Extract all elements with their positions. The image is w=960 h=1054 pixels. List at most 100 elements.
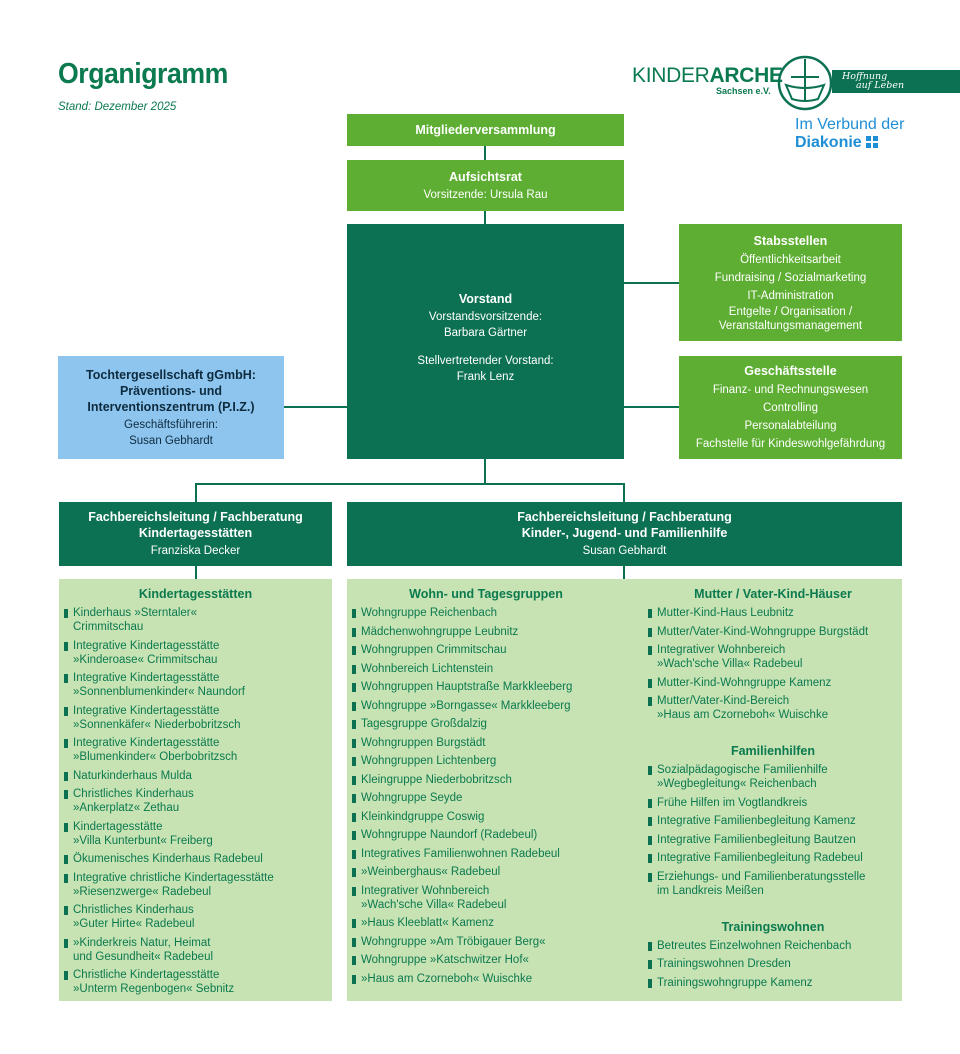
connector (195, 483, 625, 485)
list-item: Integrative Kindertagesstätte»Sonnenkäfe… (63, 704, 328, 732)
box-line: Fachstelle für Kindeswohlgefährdung (695, 437, 886, 450)
box-line: Franziska Decker (150, 545, 241, 557)
connector (623, 483, 625, 502)
list-item: Kinderhaus »Sterntaler«Crimmitschau (63, 606, 328, 634)
list-item: Mädchenwohngruppe Leubnitz (351, 625, 621, 639)
box-title: Interventionszentrum (P.I.Z.) (87, 399, 255, 414)
diakonie-name: Diakonie (795, 134, 862, 151)
section-heading: Wohn- und Tagesgruppen (409, 587, 563, 601)
list-item-line: im Landkreis Meißen (657, 884, 764, 897)
list-item-line: Wohnbereich Lichtenstein (361, 662, 494, 675)
fb-kita-box: Fachbereichsleitung / Fachberatung Kinde… (59, 502, 332, 566)
list-item-line: »Wach'sche Villa« Radebeul (657, 658, 803, 670)
list-item-line: Naturkinderhaus Mulda (73, 769, 192, 782)
box-title: Aufsichtsrat (449, 169, 522, 184)
right-column: Mutter / Vater-Kind-Häuser Mutter-Kind-H… (647, 587, 899, 994)
list-item: Integrativer Wohnbereich»Wach'sche Villa… (351, 884, 621, 912)
kita-list-panel: Kindertagesstätten Kinderhaus »Sterntale… (59, 579, 332, 1001)
list-item-line: Wohngruppen Burgstädt (361, 736, 486, 749)
item-list: Sozialpädagogische Familienhilfe»Wegbegl… (647, 763, 899, 898)
list-item-line: Wohngruppe Naundorf (Radebeul) (361, 829, 538, 841)
list-item-line: »Haus Kleeblatt« Kamenz (361, 917, 494, 929)
list-item-line: Kleingruppe Niederbobritzsch (361, 773, 512, 786)
list-item: »Haus am Czorneboh« Wuischke (351, 972, 621, 986)
list-item-line: Wohngruppen Crimmitschau (361, 644, 507, 656)
list-item-line: und Gesundheit« Radebeul (73, 950, 214, 963)
logo-name-light: KINDER (632, 64, 710, 87)
list-item: Integrative Familienbegleitung Radebeul (647, 851, 899, 865)
list-item-line: »Haus am Czorneboh« Wuischke (657, 709, 829, 721)
list-item: Christliche Kindertagesstätte »Unterm Reg… (63, 968, 328, 996)
list-item: Naturkinderhaus Mulda (63, 769, 328, 783)
list-item-line: »Sonnenblumenkinder« Naundorf (73, 686, 245, 698)
diakonie-logo: Diakonie (795, 134, 879, 152)
list-item: Christliches Kinderhaus»Guter Hirte« Rad… (63, 903, 328, 931)
list-item: Tagesgruppe Großdalzig (351, 717, 621, 731)
slogan-line-2: auf Leben (856, 80, 905, 91)
list-item: Integrative Kindertagesstätte»Kinderoase… (63, 639, 328, 667)
list-item: Trainingswohngruppe Kamenz (647, 976, 899, 990)
list-item-line: »Blumenkinder« Oberbobritzsch (73, 751, 238, 763)
list-item-line: »Guter Hirte« Radebeul (73, 918, 195, 930)
box-title: Tochtergesellschaft gGmbH: (86, 367, 256, 382)
list-item-line: Christliche Kindertagesstätte (73, 969, 220, 981)
kjf-list-panel: Wohn- und Tagesgruppen Wohngruppe Reiche… (347, 579, 902, 1001)
tochter-box: Tochtergesellschaft gGmbH: Präventions- … (58, 356, 284, 459)
section-heading: Mutter / Vater-Kind-Häuser (694, 587, 852, 601)
box-line: Entgelte / Organisation / (728, 305, 853, 318)
section-heading: Kindertagesstätten (138, 587, 253, 601)
mitgliederversammlung-box: Mitgliederversammlung (347, 114, 624, 146)
connector (195, 566, 197, 579)
list-item-line: Integrativer Wohnbereich (657, 644, 786, 656)
list-item-line: Integrative Kindertagesstätte (73, 704, 220, 717)
box-title: Präventions- und (119, 383, 223, 398)
list-item: Wohngruppe Naundorf (Radebeul) (351, 828, 621, 842)
list-item-line: »Unterm Regenbogen« Sebnitz (73, 983, 235, 995)
connector (484, 211, 486, 224)
list-item-line: Erziehungs- und Familienberatungsstelle (657, 870, 866, 883)
list-item-line: Integrative Kindertagesstätte (73, 672, 220, 684)
list-item: Mutter-Kind-Wohngruppe Kamenz (647, 676, 899, 690)
stand-date: Stand: Dezember 2025 (58, 101, 177, 113)
list-item-line: Mutter-Kind-Haus Leubnitz (657, 607, 794, 619)
box-line: Controlling (763, 401, 818, 414)
list-item-line: Ökumenisches Kinderhaus Radebeul (73, 853, 263, 865)
kita-column: Kindertagesstätten Kinderhaus »Sterntale… (63, 587, 328, 1001)
list-item: Mutter/Vater-Kind-Wohngruppe Burgstädt (647, 625, 899, 639)
connector (195, 483, 197, 502)
ark-icon (777, 55, 833, 111)
box-title: Stabsstellen (753, 233, 828, 248)
list-item: Wohngruppe Reichenbach (351, 606, 621, 620)
diakonie-line-1: Im Verbund der (795, 116, 905, 133)
list-item-line: »Wegbegleitung« Reichenbach (657, 778, 817, 790)
box-title: Kinder-, Jugend- und Familienhilfe (521, 526, 728, 540)
page-title: Organigramm (58, 58, 228, 90)
list-item-line: »Weinberghaus« Radebeul (361, 866, 501, 878)
list-item: Kleingruppe Niederbobritzsch (351, 773, 621, 787)
list-item-line: Wohngruppe »Am Tröbigauer Berg« (361, 935, 546, 948)
list-item-line: Kleinkindgruppe Coswig (361, 810, 485, 823)
geschaeftsstelle-box: Geschäftsstelle Finanz- und Rechnungswes… (679, 356, 902, 459)
list-item-line: »Ankerplatz« Zethau (73, 802, 180, 814)
list-item-line: Integrativer Wohnbereich (361, 884, 490, 897)
box-title: Mitgliederversammlung (415, 123, 556, 137)
connector (623, 566, 625, 579)
list-item-line: Wohngruppe »Borngasse« Markkleeberg (361, 699, 571, 712)
box-title: Fachbereichsleitung / Fachberatung (517, 510, 732, 524)
list-item: Wohnbereich Lichtenstein (351, 662, 621, 676)
list-item-line: »Wach'sche Villa« Radebeul (361, 898, 507, 911)
list-item-line: Betreutes Einzelwohnen Reichenbach (657, 939, 852, 952)
list-item: Mutter/Vater-Kind-Bereich»Haus am Czorne… (647, 694, 899, 722)
list-item-line: Tagesgruppe Großdalzig (361, 718, 487, 730)
box-line: Susan Gebhardt (582, 545, 667, 557)
list-item: Wohngruppen Crimmitschau (351, 643, 621, 657)
list-item: Wohngruppen Hauptstraße Markkleeberg (351, 680, 621, 694)
connector (624, 406, 679, 408)
box-line: Stellvertretender Vorstand: (417, 355, 554, 367)
list-item: Integrativer Wohnbereich »Wach'sche Villa… (647, 643, 899, 671)
fb-kjf-box: Fachbereichsleitung / Fachberatung Kinde… (347, 502, 902, 566)
